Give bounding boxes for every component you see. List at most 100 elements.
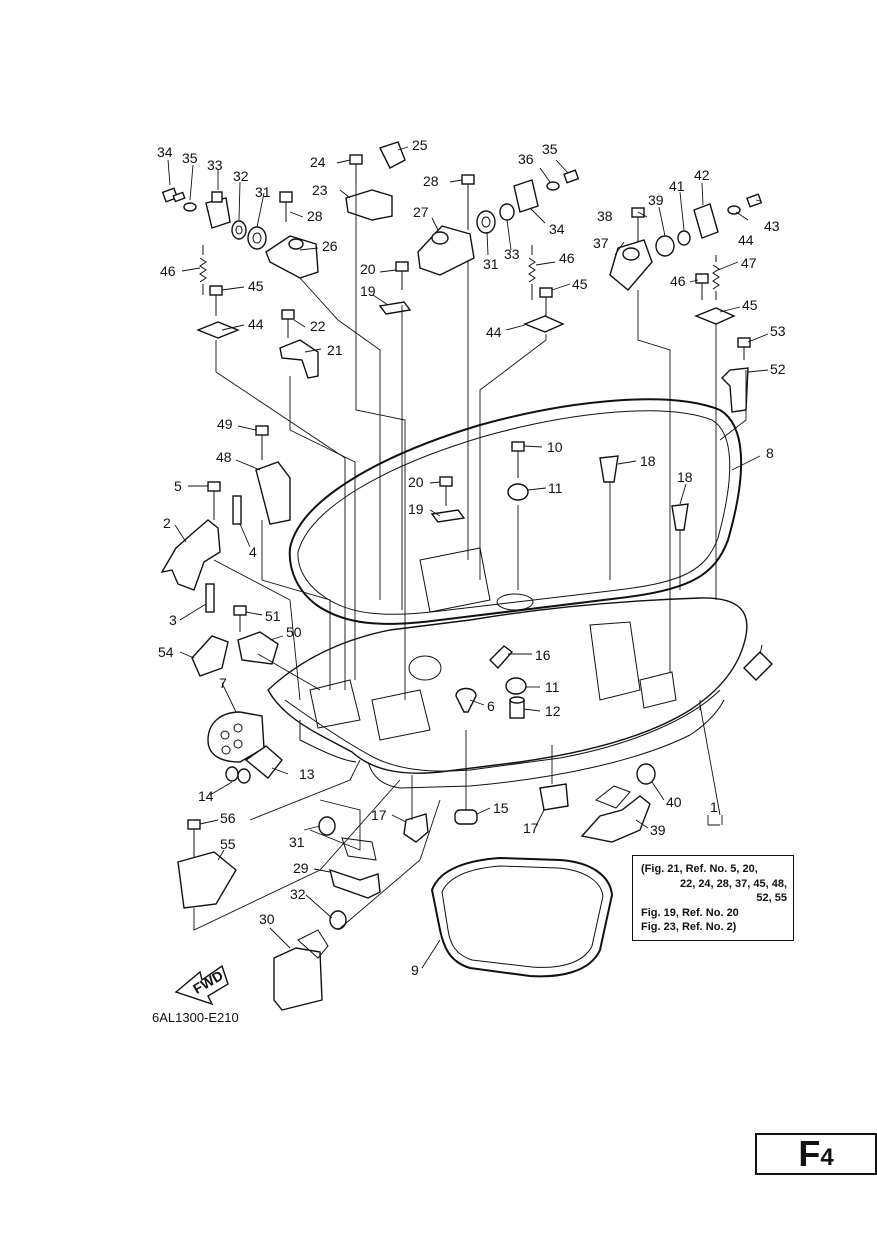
bolt-10 [511, 441, 525, 478]
part-label: 46 [160, 263, 176, 279]
part-label: 51 [265, 608, 281, 624]
part-label: 38 [597, 208, 613, 224]
part-label: 14 [198, 788, 214, 804]
part-label: 54 [158, 644, 174, 660]
bolt-22 [281, 309, 295, 338]
part-label: 42 [694, 167, 710, 183]
part-label: 30 [259, 911, 275, 927]
part-label: 45 [248, 278, 264, 294]
clip-44-left [196, 321, 240, 339]
part-label: 3 [169, 612, 177, 628]
part-label: 27 [413, 204, 429, 220]
clamp-14 [225, 766, 251, 784]
part-label: 20 [408, 474, 424, 490]
grommet-40 [677, 230, 691, 246]
grommet-13 [244, 745, 283, 779]
part-label: 12 [545, 703, 561, 719]
part-label: 5 [174, 478, 182, 494]
grommet-15 [454, 809, 478, 825]
grommet-32-left [231, 220, 247, 240]
clip-25 [379, 141, 406, 169]
switch-7 [207, 711, 265, 763]
bracket-33-left [205, 191, 231, 229]
bracket-26 [265, 235, 319, 279]
part-label: 6 [487, 698, 495, 714]
grommet-32-center [499, 203, 515, 221]
bolt-55 [187, 819, 201, 860]
reference-note-line: 52, 55 [756, 892, 787, 904]
bolt-20-mid [439, 476, 453, 506]
pin-3 [205, 583, 215, 613]
part-label: 25 [412, 137, 428, 153]
part-label: 23 [312, 182, 328, 198]
grommet-18-top [599, 455, 619, 483]
part-label: 21 [327, 342, 343, 358]
plug-6 [455, 687, 477, 713]
part-label: 35 [182, 150, 198, 166]
part-label: 31 [255, 184, 271, 200]
part-label: 50 [286, 624, 302, 640]
part-label: 49 [217, 416, 233, 432]
part-labels: 1 2 3 4 5 6 7 8 9 10 11 11 12 13 14 15 1… [157, 137, 786, 978]
part-label: 1 [710, 799, 718, 815]
part-label: 10 [547, 439, 563, 455]
part-label: 18 [640, 453, 656, 469]
part-label: 47 [741, 255, 757, 271]
grommet-18-right [671, 503, 689, 531]
part-label: 16 [535, 647, 551, 663]
part-label: 55 [220, 836, 236, 852]
washer-43 [727, 205, 741, 215]
part-label: 7 [219, 675, 227, 691]
part-label: 29 [293, 860, 309, 876]
bracket-23 [345, 189, 393, 221]
washer-19-top [378, 301, 412, 315]
bracket-49 [237, 631, 279, 665]
part-label: 26 [322, 238, 338, 254]
part-label: 52 [770, 361, 786, 377]
part-label: 43 [764, 218, 780, 234]
collar-31-lower-b [329, 910, 347, 930]
part-label: 35 [542, 141, 558, 157]
part-label: 28 [307, 208, 323, 224]
part-label: 24 [310, 154, 326, 170]
reference-note-line: Fig. 23, Ref. No. 2) [641, 921, 737, 933]
part-label: 44 [738, 232, 754, 248]
collar-31-left [247, 226, 267, 250]
part-label: 28 [423, 173, 439, 189]
collar-31-center [476, 210, 496, 234]
clip-4 [232, 495, 242, 525]
reference-note-line: Fig. 19, Ref. No. 20 [641, 906, 739, 919]
assembly-lines [193, 185, 747, 931]
part-label: 17 [523, 820, 539, 836]
bolt-48 [255, 425, 269, 460]
bolt-28-center [461, 174, 475, 230]
bolt-45-center [539, 287, 553, 316]
part-label: 17 [371, 807, 387, 823]
part-label: 31 [483, 256, 499, 272]
lever-2 [160, 519, 221, 591]
part-label: 39 [648, 192, 664, 208]
bolt-42 [746, 193, 763, 208]
part-label: 11 [548, 480, 563, 496]
label-leaders [167, 146, 769, 969]
washer-35-center [546, 181, 560, 191]
collar-12 [509, 696, 525, 719]
washer-19-mid [430, 509, 466, 523]
part-label: 48 [216, 449, 232, 465]
page-id-number: 4 [820, 1144, 834, 1171]
part-label: 44 [486, 324, 502, 340]
cowling-seal [288, 398, 743, 625]
bracket-38 [580, 785, 651, 843]
reference-note-line: (Fig. 21, Ref. No. 5, 20, [641, 863, 758, 875]
spring-46-right [712, 255, 720, 300]
part-label: 15 [493, 800, 509, 816]
fwd-arrow-icon: FWD [174, 964, 229, 1006]
bolt-28-left [279, 191, 293, 222]
bracket-33-center [513, 179, 539, 213]
part-label: 56 [220, 810, 236, 826]
part-label: 2 [163, 515, 171, 531]
bracket-29 [329, 837, 381, 899]
part-label: 36 [518, 151, 534, 167]
part-label: 33 [504, 246, 520, 262]
